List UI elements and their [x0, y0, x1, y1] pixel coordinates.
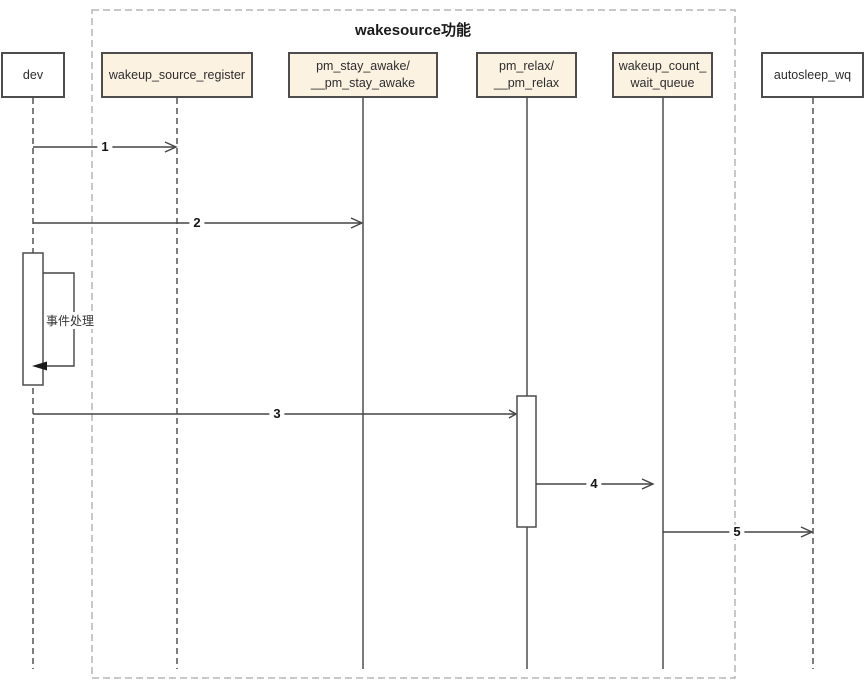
actor-pm-stay-awake: pm_stay_awake/ __pm_stay_awake: [288, 52, 438, 98]
activation-bar-dev: [22, 252, 44, 386]
actor-wakeup-count-wait-queue: wakeup_count_ wait_queue: [612, 52, 713, 98]
activation-bar-pm-relax: [516, 395, 537, 528]
actor-dev: dev: [1, 52, 65, 98]
message-2-arrowhead-icon: [350, 217, 364, 229]
actor-wakeup-source-register: wakeup_source_register: [101, 52, 253, 98]
message-4-arrowhead-icon: [641, 478, 655, 490]
actor-pm-relax: pm_relax/ __pm_relax: [476, 52, 577, 98]
self-message-arrowhead-icon: [32, 361, 47, 371]
frame-border: [91, 9, 736, 679]
actor-autosleep-wq: autosleep_wq: [761, 52, 864, 98]
message-3-arrowhead-icon: [508, 409, 518, 419]
message-3-label: 3: [269, 406, 285, 422]
diagram-title: wakesource功能: [355, 22, 471, 39]
message-1-arrowhead-icon: [164, 141, 178, 153]
message-2-label: 2: [189, 215, 205, 231]
message-4-label: 4: [586, 476, 602, 492]
self-message-label: 事件处理: [46, 312, 95, 329]
message-5-label: 5: [729, 524, 745, 540]
message-5-arrowhead-icon: [800, 526, 814, 538]
message-1-label: 1: [97, 139, 113, 155]
